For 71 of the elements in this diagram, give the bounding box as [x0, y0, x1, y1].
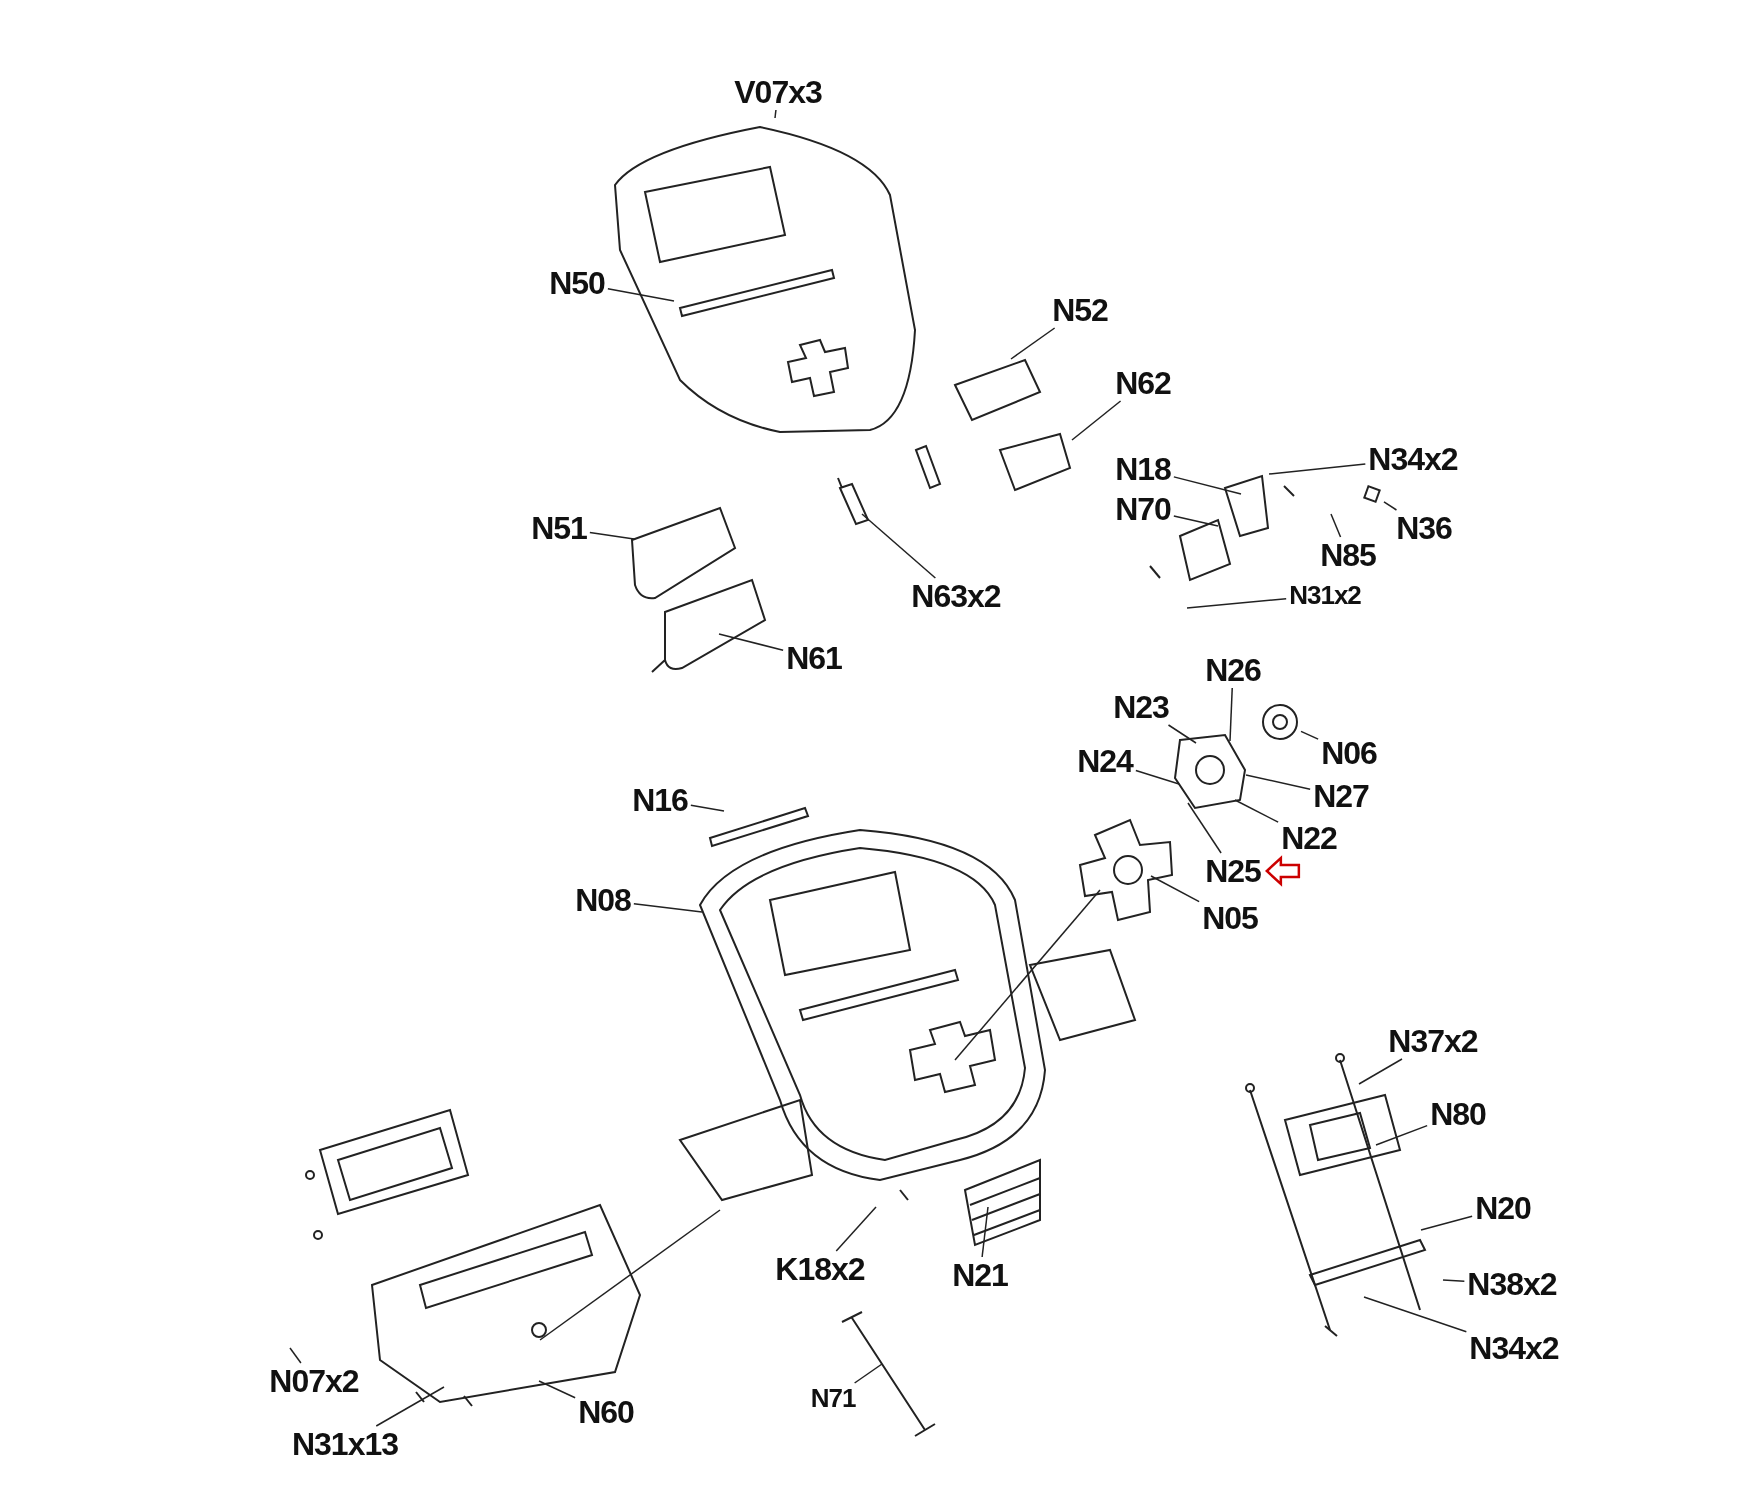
leader-line	[633, 903, 703, 913]
leader-line	[1187, 802, 1222, 854]
leader-line	[1010, 327, 1056, 360]
callout-label: N63x2	[911, 580, 1001, 612]
callout-label: N85	[1320, 539, 1376, 571]
leader-line	[607, 288, 675, 302]
callout-label: N31x2	[1289, 582, 1361, 608]
callout-label: N05	[1202, 902, 1258, 934]
leader-line	[853, 1363, 883, 1384]
callout-label: N31x13	[291, 1428, 399, 1460]
callout-label: N23	[1113, 691, 1169, 723]
callout-label: N08	[575, 884, 631, 916]
leader-line	[375, 1386, 445, 1427]
leader-line	[1420, 1215, 1473, 1231]
callout-label: N25	[1205, 855, 1261, 887]
leader-line	[1383, 501, 1398, 511]
callout-label: N50	[549, 267, 605, 299]
leader-line	[1442, 1279, 1466, 1282]
leader-line	[1330, 513, 1342, 538]
leader-line	[1300, 730, 1319, 740]
leader-line	[861, 513, 937, 579]
callout-label: N26	[1205, 654, 1261, 686]
pointer-arrow	[1265, 855, 1301, 887]
callout-label: N51	[531, 512, 587, 544]
callout-label: N34x2	[1469, 1332, 1559, 1364]
callout-label: K18x2	[775, 1253, 865, 1285]
leader-line	[1150, 875, 1200, 903]
leader-line	[1167, 724, 1197, 744]
callout-label: N07x2	[269, 1365, 359, 1397]
washer-ring	[1262, 704, 1298, 740]
callout-label: N21	[952, 1259, 1008, 1291]
callout-label: N52	[1052, 294, 1108, 326]
leader-line	[1135, 769, 1180, 785]
leader-line	[718, 633, 784, 651]
leader-line	[589, 531, 635, 540]
callout-label: N34x2	[1368, 443, 1458, 475]
callout-label: N27	[1313, 780, 1369, 812]
leader-line	[774, 109, 777, 119]
callout-label: N62	[1115, 367, 1171, 399]
leader-line	[1363, 1296, 1468, 1333]
leader-line	[1245, 774, 1311, 790]
leader-line	[1071, 400, 1122, 441]
nut-part	[1363, 485, 1381, 503]
callout-label: N70	[1115, 493, 1171, 525]
leader-line	[289, 1347, 302, 1364]
leader-line	[1173, 515, 1219, 527]
callout-label: N71	[810, 1385, 856, 1411]
callout-label: N38x2	[1467, 1268, 1557, 1300]
leader-line	[690, 804, 725, 812]
leader-line	[835, 1206, 877, 1252]
callout-label: N36	[1396, 512, 1452, 544]
callout-label: N20	[1475, 1192, 1531, 1224]
callout-label: N16	[632, 784, 688, 816]
leader-line	[538, 1380, 576, 1399]
callout-label: N18	[1115, 453, 1171, 485]
leader-line	[1186, 597, 1287, 609]
callout-label: N06	[1321, 737, 1377, 769]
callout-label: N80	[1430, 1098, 1486, 1130]
leader-line	[1173, 476, 1242, 495]
leader-line	[1375, 1124, 1428, 1146]
callout-label: N60	[578, 1396, 634, 1428]
callout-label: V07x3	[734, 76, 822, 108]
callout-label: N37x2	[1388, 1025, 1478, 1057]
leader-line	[1358, 1058, 1403, 1085]
callout-label: N61	[786, 642, 842, 674]
callout-label: N24	[1077, 745, 1133, 777]
leader-line	[1268, 463, 1367, 475]
leader-line	[1234, 799, 1279, 823]
leader-line	[981, 1206, 989, 1258]
leader-line	[1229, 687, 1233, 742]
callout-label: N22	[1281, 822, 1337, 854]
